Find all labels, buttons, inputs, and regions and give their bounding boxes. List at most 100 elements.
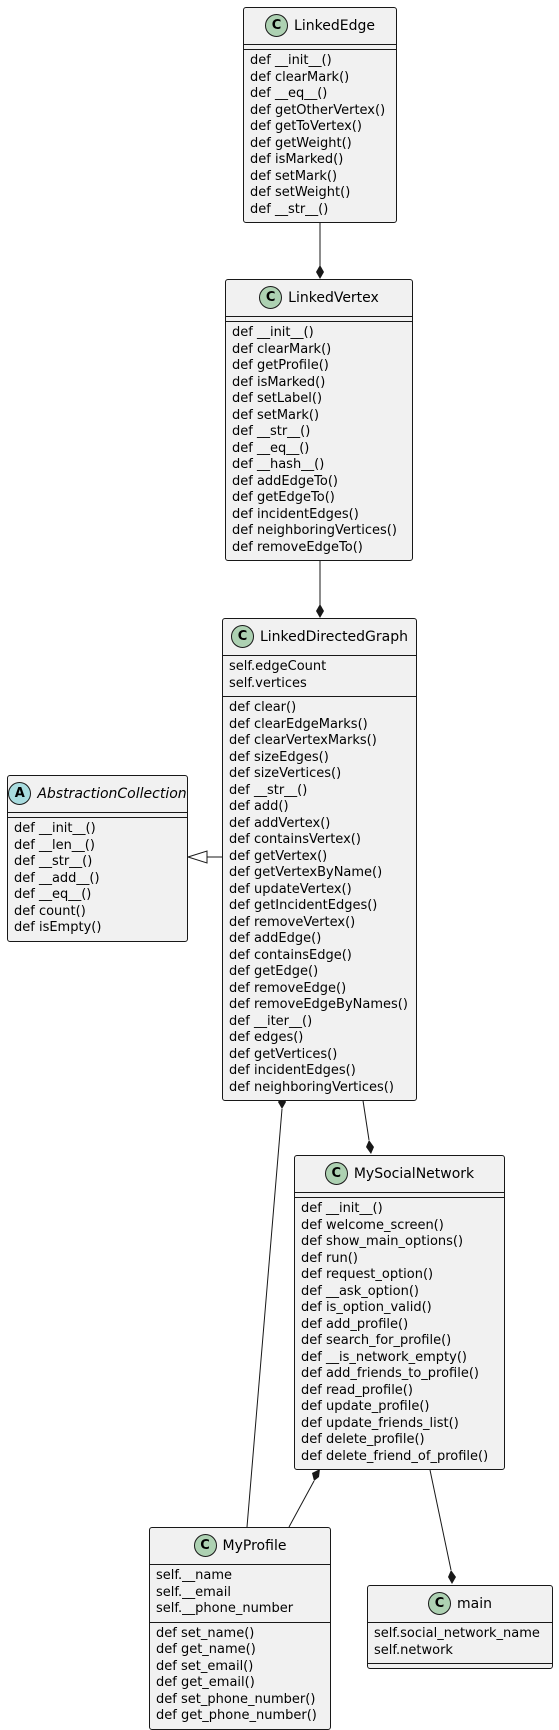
method-row: def get_name()	[156, 1642, 256, 1657]
method-row: def setMark()	[250, 168, 338, 184]
method-row: def request_option()	[301, 1267, 434, 1282]
class-header: C LinkedVertex	[226, 280, 412, 316]
method-row: def getEdgeTo()	[232, 490, 335, 505]
attributes-section	[244, 44, 396, 49]
method-row: def delete_friend_of_profile()	[301, 1448, 489, 1464]
class-icon: C	[230, 624, 254, 648]
methods-section: def __init__()def clearMark()def __eq__(…	[244, 49, 396, 222]
method-row: def containsVertex()	[229, 832, 361, 847]
method-row: def get_phone_number()	[156, 1708, 317, 1723]
method-row: def addEdgeTo()	[232, 473, 338, 489]
class-name: LinkedVertex	[288, 290, 379, 306]
method-row: def containsEdge()	[229, 947, 352, 963]
method-row: def delete_profile()	[301, 1432, 425, 1447]
composition-diamond-mysocialnetwork-bottom	[312, 1469, 320, 1481]
attribute-row: self.__email	[156, 1584, 231, 1600]
method-row: def neighboringVertices()	[232, 523, 397, 538]
method-row: def run()	[301, 1250, 358, 1266]
methods-section: def __init__()def clearMark()def getProf…	[226, 321, 412, 560]
method-row: def __eq__()	[250, 86, 328, 101]
method-row: def setLabel()	[232, 391, 323, 406]
method-row: def __is_network_empty()	[301, 1349, 467, 1365]
method-row: def __init__()	[250, 53, 332, 68]
method-row: def __eq__()	[14, 887, 92, 902]
method-row: def edges()	[229, 1030, 304, 1045]
method-row: def clearMark()	[232, 341, 332, 357]
composition-diamond-graph-top	[316, 604, 324, 618]
method-row: def getEdge()	[229, 964, 319, 979]
attribute-row: self.__phone_number	[156, 1601, 294, 1616]
attributes-section	[226, 316, 412, 321]
composition-diamond-mysocialnetwork	[366, 1140, 374, 1154]
method-row: def addVertex()	[229, 815, 331, 831]
method-row: def getOtherVertex()	[250, 102, 386, 118]
attribute-row: self.network	[374, 1642, 453, 1658]
method-row: def __ask_option()	[301, 1283, 419, 1299]
method-row: def isMarked()	[250, 152, 344, 167]
class-name: MyProfile	[222, 1538, 287, 1554]
method-row: def __init__()	[232, 325, 314, 340]
method-row: def set_email()	[156, 1658, 254, 1674]
method-row: def set_phone_number()	[156, 1691, 316, 1707]
method-row: def getWeight()	[250, 135, 352, 151]
class-linkedvertex[interactable]: C LinkedVertex def __init__()def clearMark…	[225, 279, 413, 561]
method-row: def clearVertexMarks()	[229, 733, 377, 748]
method-row: def __str__()	[250, 201, 329, 217]
method-row: def sizeVertices()	[229, 766, 342, 781]
method-row: def getVertexByName()	[229, 865, 383, 880]
inheritance-arrowhead	[186, 850, 208, 864]
attributes-section	[295, 1192, 504, 1197]
attribute-row: self.vertices	[229, 675, 307, 691]
method-row: def removeEdge()	[229, 980, 347, 996]
method-row: def get_email()	[156, 1675, 255, 1690]
class-icon: C	[428, 1591, 451, 1615]
methods-section: def clear()def clearEdgeMarks()def clear…	[223, 696, 416, 1100]
class-name: LinkedDirectedGraph	[259, 629, 409, 645]
edge-mysocialnetwork-main	[429, 1469, 452, 1571]
methods-section	[368, 1663, 552, 1668]
method-row: def update_friends_list()	[301, 1415, 459, 1431]
edge-graph-mysocialnetwork	[361, 1093, 370, 1141]
method-row: def setMark()	[232, 407, 320, 423]
abstract-class-icon: A	[8, 781, 32, 805]
methods-section: def set_name()def get_name()def set_emai…	[150, 1621, 330, 1729]
method-row: def count()	[14, 903, 86, 919]
attribute-row: self.social_network_name	[374, 1626, 540, 1641]
method-row: def removeEdgeTo()	[232, 539, 363, 555]
method-row: def update_profile()	[301, 1399, 430, 1414]
attribute-row: self.__name	[156, 1568, 233, 1583]
method-row: def __eq__()	[232, 440, 310, 456]
composition-diamond-linkedvertex	[316, 265, 324, 279]
class-name: AbstractionCollection	[37, 786, 187, 802]
method-row: def getProfile()	[232, 358, 329, 373]
method-row: def is_option_valid()	[301, 1300, 432, 1315]
method-row: def getIncidentEdges()	[229, 898, 378, 913]
methods-section: def __init__()def welcome_screen()def sh…	[295, 1197, 504, 1469]
method-row: def getVertices()	[229, 1046, 338, 1062]
method-row: def isMarked()	[232, 374, 326, 390]
class-icon: C	[324, 1161, 348, 1185]
class-icon: C	[259, 285, 283, 309]
method-row: def welcome_screen()	[301, 1217, 444, 1233]
method-row: def incidentEdges()	[232, 506, 359, 522]
attribute-row: self.edgeCount	[229, 659, 327, 674]
method-row: def __hash__()	[232, 457, 325, 472]
method-row: def clearMark()	[250, 69, 350, 85]
method-row: def search_for_profile()	[301, 1333, 452, 1348]
class-icon: C	[193, 1533, 217, 1557]
class-name: main	[457, 1596, 492, 1612]
class-header: C LinkedDirectedGraph	[223, 619, 416, 655]
method-row: def getVertex()	[229, 848, 328, 864]
